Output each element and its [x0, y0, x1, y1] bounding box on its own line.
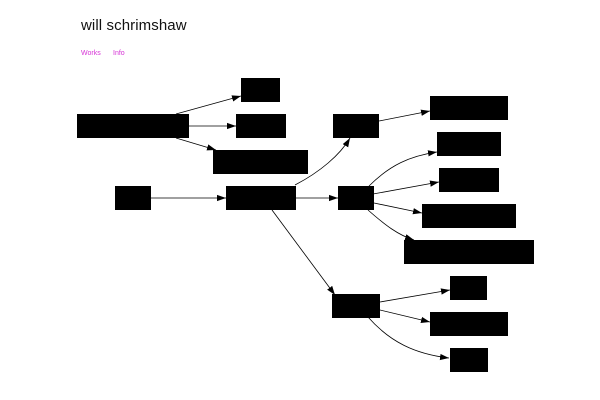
graph-node[interactable] [430, 96, 508, 120]
graph-edge [294, 137, 351, 186]
graph-node[interactable] [115, 186, 151, 210]
graph-node[interactable] [236, 114, 286, 138]
graph-node[interactable] [404, 240, 534, 264]
graph-node[interactable] [439, 168, 499, 192]
graph-edge [378, 109, 431, 122]
site-title[interactable]: will schrimshaw [81, 17, 187, 34]
graph-node[interactable] [430, 312, 508, 336]
graph-edge [379, 309, 431, 323]
graph-node[interactable] [332, 294, 380, 318]
graph-node[interactable] [213, 150, 308, 174]
graph-node[interactable] [450, 348, 488, 372]
graph-node[interactable] [226, 186, 296, 210]
graph-edge [379, 288, 451, 303]
graph-node[interactable] [450, 276, 487, 300]
graph-node[interactable] [422, 204, 516, 228]
graph-edge [368, 150, 438, 187]
nav-link-info[interactable]: Info [113, 50, 125, 57]
graph-edge [271, 209, 336, 296]
nav-link-works[interactable]: Works [81, 50, 101, 57]
graph-edge [367, 209, 415, 241]
graph-edge [367, 316, 450, 361]
graph-edge [372, 180, 440, 195]
graph-node[interactable] [241, 78, 280, 102]
graph-edge [175, 95, 242, 115]
graph-edge [373, 202, 423, 215]
graph-node[interactable] [333, 114, 379, 138]
graph-node[interactable] [338, 186, 374, 210]
graph-edges [151, 95, 451, 361]
graph-node[interactable] [437, 132, 501, 156]
graph-edge [175, 137, 217, 151]
graph-node[interactable] [77, 114, 189, 138]
graph-nodes [77, 78, 534, 372]
